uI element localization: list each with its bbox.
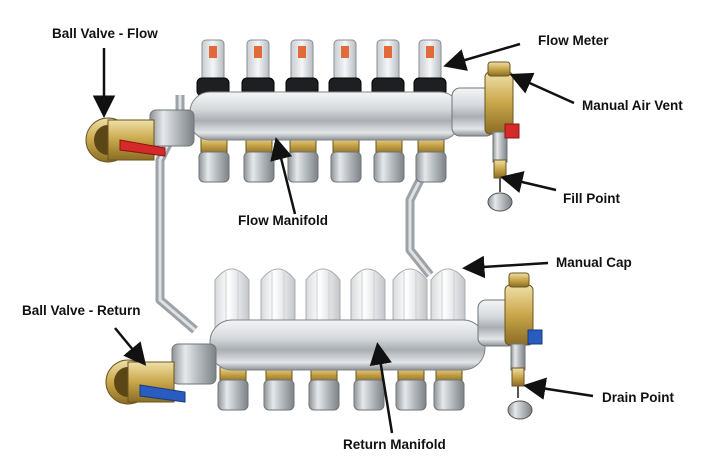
blue-lever-icon bbox=[139, 384, 186, 403]
flow-outlet bbox=[287, 135, 319, 183]
arrow-manual-air-vent bbox=[509, 72, 575, 105]
annotation-arrows bbox=[92, 42, 594, 434]
arrow-return-manifold bbox=[369, 342, 394, 434]
ball-valve-return bbox=[105, 343, 217, 405]
manual-cap-icon bbox=[260, 268, 296, 329]
flow-outlet bbox=[243, 135, 275, 183]
flow-meter-icon bbox=[371, 39, 405, 97]
label-fill-point: Fill Point bbox=[563, 191, 620, 206]
flow-outlet bbox=[330, 135, 362, 183]
arrow-flow-manifold bbox=[270, 137, 297, 215]
flow-outlet bbox=[198, 135, 230, 183]
flow-manifold-bar bbox=[189, 91, 461, 141]
return-outlet bbox=[353, 365, 385, 411]
return-manifold-bar bbox=[209, 319, 486, 371]
manual-cap-icon bbox=[214, 268, 250, 329]
manual-cap-icon bbox=[350, 268, 386, 329]
arrow-drain-point bbox=[523, 377, 594, 400]
flow-meter-icon bbox=[196, 39, 230, 97]
flow-outlet bbox=[415, 135, 447, 183]
manual-cap-icon bbox=[305, 268, 341, 329]
return-outlet bbox=[433, 365, 465, 411]
label-manual-cap: Manual Cap bbox=[556, 255, 632, 270]
label-drain-point: Drain Point bbox=[602, 390, 675, 405]
label-manual-air-vent: Manual Air Vent bbox=[582, 98, 683, 113]
arrow-fill-point bbox=[500, 171, 557, 193]
flow-meter-icon bbox=[285, 39, 319, 97]
label-return-manifold: Return Manifold bbox=[343, 437, 446, 452]
return-outlet bbox=[217, 365, 249, 411]
red-lever-icon bbox=[119, 139, 166, 157]
return-manifold-assembly bbox=[105, 268, 543, 420]
label-ball-valve-flow: Ball Valve - Flow bbox=[52, 26, 158, 41]
return-outlet bbox=[395, 365, 427, 411]
arrow-ball-valve-return bbox=[114, 327, 147, 366]
manual-air-vent-assembly bbox=[451, 61, 520, 212]
flow-meter-icon bbox=[241, 39, 275, 97]
manual-cap-icon bbox=[392, 268, 428, 329]
label-flow-meter: Flow Meter bbox=[538, 33, 609, 48]
manual-cap-icon bbox=[430, 268, 466, 329]
arrow-flow-meter bbox=[443, 42, 521, 71]
flow-meter-icon bbox=[328, 39, 362, 97]
flow-manifold-assembly bbox=[85, 39, 520, 212]
flow-meter-icon bbox=[413, 39, 447, 97]
ball-valve-flow bbox=[85, 109, 195, 163]
flow-outlet bbox=[373, 135, 405, 183]
return-outlet bbox=[308, 365, 340, 411]
label-flow-manifold: Flow Manifold bbox=[238, 213, 328, 228]
label-ball-valve-return: Ball Valve - Return bbox=[22, 303, 141, 318]
drain-point-assembly bbox=[477, 272, 543, 420]
return-outlet bbox=[263, 365, 295, 411]
arrow-manual-cap bbox=[462, 255, 549, 279]
